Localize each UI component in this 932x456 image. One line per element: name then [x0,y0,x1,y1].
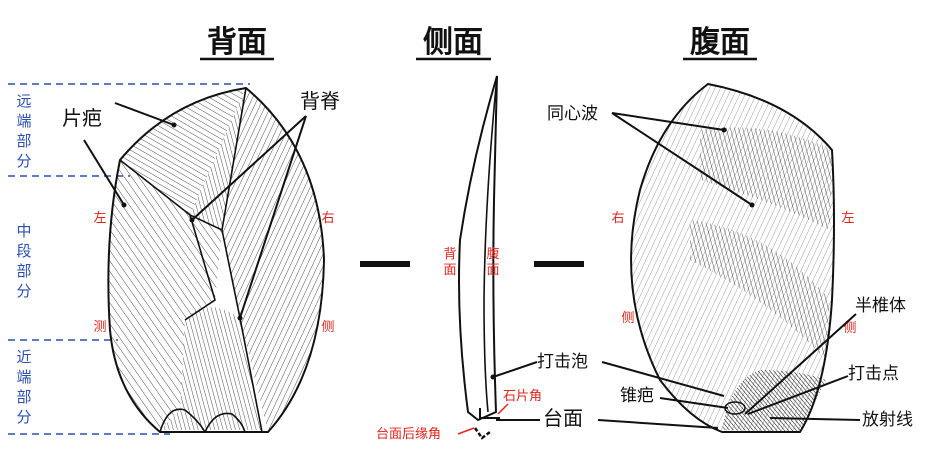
ripples-label: 同心波 [547,104,598,124]
zone-distal-4: 分 [16,152,31,170]
dorsal-central-facet [190,88,246,230]
lateral-dorsal-2: 面 [443,263,456,278]
flake-scar-label: 片疤 [62,106,102,130]
zone-labels: 远 端 部 分 中 段 部 分 近 端 部 分 [16,92,31,426]
ridge-label: 背脊 [300,89,340,113]
separator-dash-2 [534,261,584,267]
dorsal-labels: 片疤 背脊 左 测 右 侧 [62,89,340,335]
ventral-outline [630,82,835,433]
ridge-leader-2 [239,115,307,319]
platform-label: 台面 [543,406,583,430]
ripples-dot-2 [749,202,755,208]
zone-proximal-4: 分 [16,408,31,426]
dorsal-base-bumps [159,408,246,433]
dorsal-right-label-2: 侧 [321,320,334,335]
platform-leader-ventral [597,419,719,429]
flake-angle-leader [497,403,509,415]
radial-lines-label: 放射线 [862,410,913,430]
semi-cone-leader [744,313,857,415]
zone-middle-1: 中 [16,222,31,240]
flake-scar-dot-2 [121,202,127,208]
zone-dividers [8,83,250,435]
percussion-point-leader [747,375,849,415]
bulb-dot-lateral [490,374,496,380]
lateral-ventral-1: 腹 [486,246,499,262]
dorsal-title: 背面 [207,25,267,60]
lateral-title: 侧面 [423,25,483,60]
rear-edge-angle-leader [457,427,475,435]
ripples-leader-1 [611,112,725,131]
dorsal-left-label-2: 测 [93,320,106,335]
lateral-inner-line [483,75,498,413]
flake-scar-leader-2 [83,139,125,206]
ripples-dot-1 [721,127,727,133]
percussion-point-label: 打击点 [848,364,899,384]
ventral-left-1: 左 [841,211,854,226]
ridge-dot-1 [189,217,195,223]
zone-middle-2: 段 [16,242,31,260]
bulb-scar-label: 锥疤 [620,386,654,406]
titles: 背面 侧面 腹面 [200,25,757,61]
rear-angle-marker [473,427,491,440]
dorsal-top-scar [120,88,246,215]
lateral-dorsal-1: 背 [443,247,456,262]
ventral-ripple-band-2 [690,220,830,360]
semi-cone-label: 半椎体 [855,296,906,316]
ripples-leader-2 [611,112,753,206]
bulb-scar-leader [659,397,729,409]
bulb-label: 打击泡 [537,352,588,372]
zone-proximal-2: 端 [16,368,31,386]
zone-distal-2: 端 [16,112,31,130]
dorsal-right-label: 右 [321,211,334,226]
zone-distal-1: 远 [16,92,31,110]
lateral-outline [458,75,498,422]
dorsal-outline [107,86,326,433]
dorsal-ridge-left [184,214,216,321]
rear-edge-angle-label: 台面后缘角 [376,427,441,442]
zone-proximal-1: 近 [16,348,31,366]
dorsal-flake [107,86,326,433]
bulb-leader-lateral [492,361,538,378]
separator-dash-1 [360,261,410,267]
ventral-ripple-band-1 [700,127,832,230]
ventral-right-2: 侧 [621,311,634,326]
zone-proximal-3: 部 [16,388,31,406]
lateral-flake: 背 面 腹 面 [443,75,500,440]
ventral-right-1: 右 [611,211,624,226]
flake-angle-marker [479,408,500,419]
ventral-labels: 同心波 右 侧 左 侧 半椎体 打击点 锥疤 放射线 [547,104,913,430]
zone-middle-3: 部 [16,262,31,280]
flake-scar-leader-1 [114,102,175,126]
flake-scar-dot-1 [171,122,177,128]
ridge-dot-2 [237,315,243,321]
zone-distal-3: 部 [16,132,31,150]
ventral-left-2: 侧 [843,321,856,336]
radial-lines-leader [769,417,861,421]
lateral-ventral-2: 面 [486,263,499,278]
ventral-flake [630,82,835,433]
dorsal-base-scars [160,306,262,430]
dorsal-left-label: 左 [93,211,106,226]
dorsal-right-facet [222,88,324,432]
dorsal-ridge-upper [119,87,247,232]
ventral-bulb-zone [722,370,826,432]
ventral-title: 腹面 [690,25,750,60]
lateral-labels: 打击泡 石片角 台面 台面后缘角 [376,352,725,442]
zone-middle-4: 分 [16,282,31,300]
ridge-leader-1 [191,115,307,221]
flake-angle-label: 石片角 [503,389,542,404]
